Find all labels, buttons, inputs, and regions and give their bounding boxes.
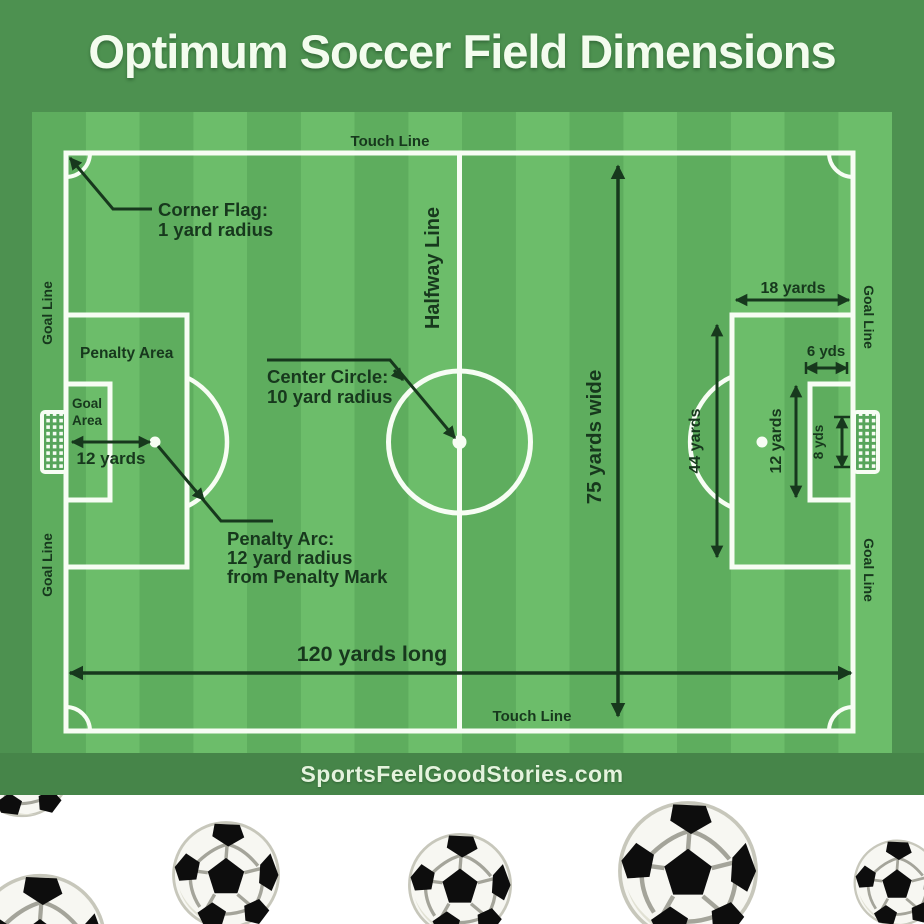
field-width-label: 75 yards wide xyxy=(583,370,606,504)
corner-arc-top-right xyxy=(827,152,854,179)
page-title: Optimum Soccer Field Dimensions xyxy=(88,25,836,78)
penalty-arc-mid-arrow xyxy=(191,487,206,502)
penalty-arc-label-line3: from Penalty Mark xyxy=(227,566,388,587)
footer-bar: SportsFeelGoodStories.com xyxy=(0,753,924,795)
goal-area-depth-label: 6 yds xyxy=(807,343,845,360)
penalty-arc-label-line2: 12 yard radius xyxy=(227,547,352,568)
soccer-ball-icon xyxy=(0,795,74,820)
soccer-ball-icon xyxy=(851,837,924,924)
touch-line-top-label: Touch Line xyxy=(351,133,430,150)
soccer-ball-icon xyxy=(0,870,110,924)
goal-line-bottom-right-label: Goal Line xyxy=(861,538,877,602)
penalty-mark-distance-label: 12 yards xyxy=(77,449,146,468)
soccer-ball-icon xyxy=(614,797,762,924)
goal-line-top-right-label: Goal Line xyxy=(861,285,877,349)
goal-area-right xyxy=(807,381,853,503)
center-spot xyxy=(452,435,467,449)
penalty-area-right xyxy=(729,312,853,570)
penalty-arc-left xyxy=(185,375,230,509)
penalty-area-depth-label: 18 yards xyxy=(761,280,826,297)
soccer-field-diagram: Touch Line Touch Line Goal Line Goal Lin… xyxy=(32,112,892,753)
goal-area-width-label: 12 yards xyxy=(768,408,785,473)
soccer-ball-icon xyxy=(169,818,283,924)
field-length-label: 120 yards long xyxy=(297,642,448,666)
touch-line-bottom-label: Touch Line xyxy=(493,708,572,725)
goal-net-right xyxy=(852,410,880,474)
soccer-ball-strip xyxy=(0,795,924,924)
goal-width-label: 8 yds xyxy=(811,425,826,460)
center-circle xyxy=(386,368,533,516)
goal-line-top-left-label: Goal Line xyxy=(39,281,55,345)
corner-flag-label-line2: 1 yard radius xyxy=(158,219,273,240)
center-circle-label-line2: 10 yard radius xyxy=(267,386,392,407)
goal-area-label-line2: Area xyxy=(72,413,103,428)
penalty-arc-pointer xyxy=(156,445,273,523)
annotation-lines xyxy=(68,157,853,718)
penalty-spot-right xyxy=(756,436,768,448)
center-circle-pointer xyxy=(267,358,457,439)
corner-flag-label-line1: Corner Flag: xyxy=(158,199,268,220)
penalty-arc-label-line1: Penalty Arc: xyxy=(227,528,334,549)
corner-arc-bottom-right xyxy=(827,705,854,732)
infographic-poster: Optimum Soccer Field Dimensions xyxy=(0,0,924,795)
corner-arc-top-left xyxy=(65,152,92,179)
penalty-area-width-label: 44 yards xyxy=(687,408,704,473)
penalty-area-left xyxy=(66,312,190,570)
penalty-area-label: Penalty Area xyxy=(80,345,174,362)
goal-net-left xyxy=(40,410,68,474)
corner-arc-bottom-left xyxy=(65,705,92,732)
center-circle-label-line1: Center Circle: xyxy=(267,366,388,387)
website-label: SportsFeelGoodStories.com xyxy=(300,760,624,787)
center-circle-mid-arrow xyxy=(390,367,405,382)
corner-flag-pointer xyxy=(68,157,152,211)
soccer-ball-icon xyxy=(405,830,515,924)
halfway-line-label: Halfway Line xyxy=(422,207,444,329)
field-stripes xyxy=(32,112,892,753)
penalty-spot-left xyxy=(149,436,161,448)
goal-line-bottom-left-label: Goal Line xyxy=(39,533,55,597)
goal-area-label-line1: Goal xyxy=(72,396,102,411)
